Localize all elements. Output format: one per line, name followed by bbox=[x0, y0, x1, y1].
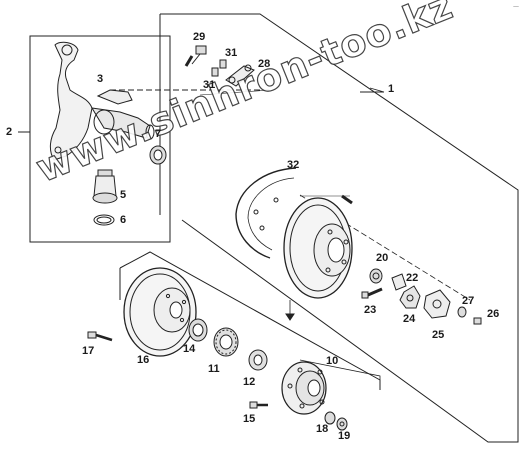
callout-17: 17 bbox=[82, 345, 95, 357]
callout-19: 19 bbox=[338, 430, 351, 442]
corner-mark: — bbox=[513, 3, 519, 10]
part-31-pin-a bbox=[219, 59, 227, 69]
part-5-ball-joint bbox=[92, 169, 118, 204]
part-6-clip bbox=[93, 214, 115, 226]
callout-31-lower: 31 bbox=[203, 79, 216, 91]
callout-25: 25 bbox=[432, 329, 445, 341]
callout-28: 28 bbox=[258, 58, 271, 70]
callout-5: 5 bbox=[120, 189, 127, 201]
part-19-nut bbox=[336, 417, 348, 431]
callout-29: 29 bbox=[193, 31, 206, 43]
callout-31-upper: 31 bbox=[225, 47, 238, 59]
hub-leader bbox=[299, 359, 381, 384]
part-11-bearing bbox=[213, 327, 239, 357]
callout-18: 18 bbox=[316, 423, 329, 435]
upper-brake-disc bbox=[283, 194, 353, 299]
part-10-hub bbox=[281, 361, 327, 415]
callout-27: 27 bbox=[462, 295, 475, 307]
part-7-ring bbox=[149, 145, 167, 165]
part-31-pin-b bbox=[211, 67, 219, 77]
callout-3: 3 bbox=[97, 73, 104, 85]
assembly-frame bbox=[160, 13, 519, 443]
callout-2: 2 bbox=[6, 126, 13, 138]
part-23-bolt bbox=[361, 287, 383, 299]
knuckle-box bbox=[29, 35, 171, 243]
callout-6: 6 bbox=[120, 214, 127, 226]
callout-7: 7 bbox=[155, 128, 162, 140]
part-18-washer bbox=[324, 411, 336, 425]
part-25-plate bbox=[423, 289, 451, 319]
part-16-brake-disc bbox=[123, 267, 197, 357]
callout-14: 14 bbox=[183, 343, 196, 355]
leader-1b bbox=[369, 87, 385, 93]
part-17-bolt bbox=[87, 331, 113, 342]
callout-16: 16 bbox=[137, 354, 150, 366]
callout-11: 11 bbox=[208, 363, 220, 375]
callout-10: 10 bbox=[326, 355, 339, 367]
callout-20: 20 bbox=[376, 252, 389, 264]
lower-arrow-head bbox=[285, 313, 295, 321]
lower-frame bbox=[119, 251, 381, 390]
callout-15: 15 bbox=[243, 413, 256, 425]
part-29-bolt bbox=[184, 45, 207, 67]
part-14-seal bbox=[188, 318, 208, 342]
callout-23: 23 bbox=[364, 304, 377, 316]
callout-24: 24 bbox=[403, 313, 416, 325]
part-28-lever bbox=[225, 64, 255, 87]
callout-22: 22 bbox=[406, 272, 419, 284]
callout-1: 1 bbox=[388, 83, 395, 95]
callout-12: 12 bbox=[243, 376, 256, 388]
part-32-splash-shield bbox=[235, 167, 297, 259]
axis-line-hub bbox=[199, 89, 271, 96]
part-12-bearing bbox=[248, 349, 268, 371]
part-27-ring bbox=[457, 306, 467, 318]
part-26-screw bbox=[473, 317, 482, 325]
callout-32: 32 bbox=[287, 159, 300, 171]
callout-26: 26 bbox=[487, 308, 500, 320]
axis-line-right bbox=[299, 194, 471, 301]
steering-knuckle bbox=[49, 41, 155, 161]
part-20-nut bbox=[369, 268, 383, 284]
part-22-washer bbox=[391, 273, 407, 291]
part-24-cap bbox=[399, 285, 421, 309]
part-15-bolt bbox=[249, 401, 268, 409]
